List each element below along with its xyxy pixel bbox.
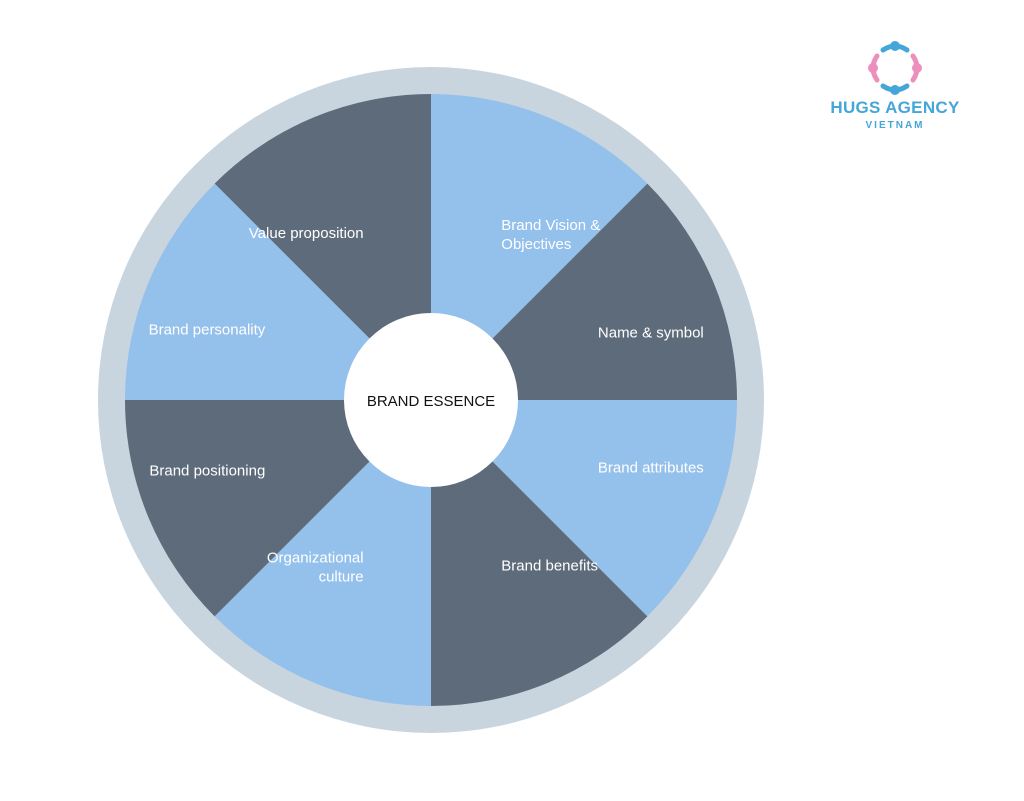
segment-label-line: Brand attributes [598, 459, 704, 476]
segment-label-line: Brand personality [149, 322, 266, 339]
segment-organizational-culture [214, 400, 431, 706]
segment-brand-vision-objectives [431, 94, 648, 400]
segment-brand-attributes [431, 400, 737, 617]
hugs-logo-icon [868, 41, 922, 95]
segment-label-brand-benefits: Brand benefits [501, 558, 598, 575]
segment-label-brand-vision-objectives: Brand Vision & Objectives [501, 217, 600, 253]
segment-label-name-symbol: Name & symbol [598, 325, 704, 342]
segment-brand-benefits [431, 400, 648, 706]
segment-label-brand-attributes: Brand attributes [598, 459, 704, 476]
segment-label-line: Objectives [501, 236, 571, 253]
hugs-agency-logo: HUGS AGENCY VIETNAM [820, 40, 970, 131]
segment-label-line: Name & symbol [598, 325, 704, 342]
segment-label-line: Brand benefits [501, 558, 598, 575]
segment-label-line: culture [319, 568, 364, 585]
logo-name: HUGS AGENCY [830, 98, 960, 117]
brand-essence-label: BRAND ESSENCE [367, 393, 495, 410]
segment-brand-positioning [125, 400, 431, 617]
segment-label-line: Value proposition [249, 225, 364, 242]
center-circle [344, 313, 518, 487]
segment-name-symbol [431, 183, 737, 400]
logo-subtitle: VIETNAM [865, 120, 925, 131]
segment-value-proposition [214, 94, 431, 400]
segment-label-brand-personality: Brand personality [149, 322, 266, 339]
segment-label-value-proposition: Value proposition [249, 225, 364, 242]
segment-brand-personality [125, 183, 431, 400]
segment-label-line: Organizational [267, 549, 364, 566]
segment-label-line: Brand Vision & [501, 217, 600, 234]
segment-label-brand-positioning: Brand positioning [149, 462, 265, 479]
segment-label-organizational-culture: Organizational culture [267, 549, 364, 585]
segment-label-line: Brand positioning [149, 462, 265, 479]
